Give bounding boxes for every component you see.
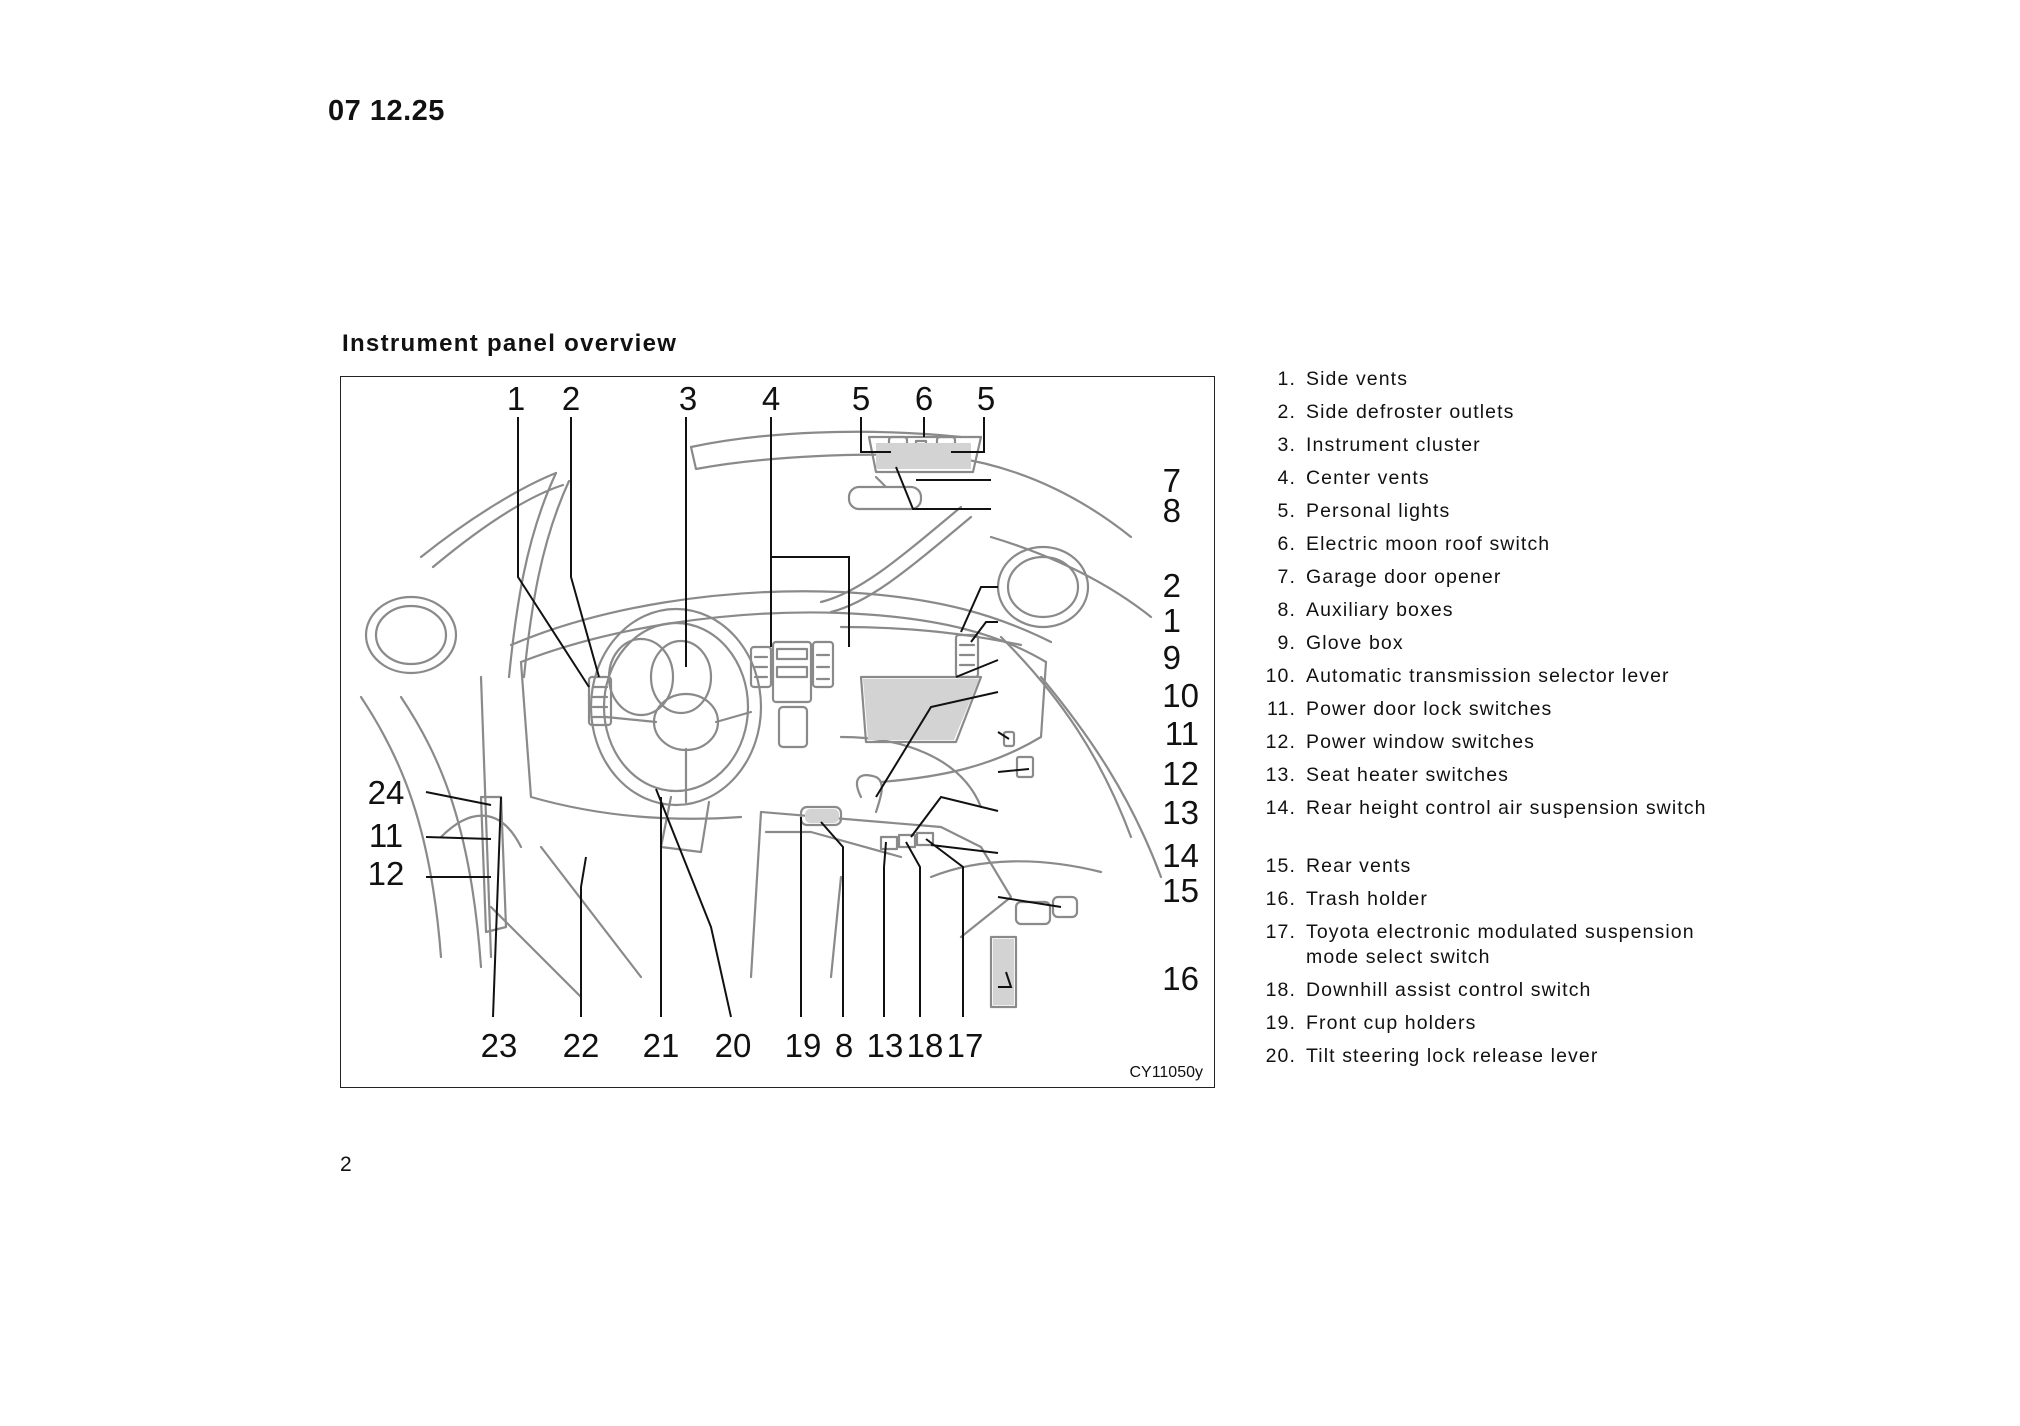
callout-2-right: 2 bbox=[1163, 567, 1181, 604]
page-number: 2 bbox=[340, 1153, 352, 1176]
callout-leaders bbox=[425, 417, 1062, 1018]
legend-number: 19. bbox=[1265, 1012, 1296, 1034]
callout-13-bottom: 13 bbox=[867, 1027, 904, 1064]
legend-text: Power window switches bbox=[1306, 731, 1536, 753]
callout-10: 10 bbox=[1162, 677, 1199, 714]
legend-number: 10. bbox=[1265, 665, 1296, 687]
car-interior-drawing bbox=[359, 430, 1163, 1009]
callout-16: 16 bbox=[1162, 960, 1199, 997]
callout-20: 20 bbox=[715, 1027, 752, 1064]
legend-number: 18. bbox=[1265, 979, 1296, 1001]
legend-text: Rear height control air suspension switc… bbox=[1306, 797, 1707, 819]
callout-11-left: 11 bbox=[369, 817, 403, 854]
legend-text: Front cup holders bbox=[1306, 1012, 1477, 1034]
legend-number: 14. bbox=[1265, 797, 1296, 819]
callout-12-right: 12 bbox=[1162, 755, 1199, 792]
callout-6: 6 bbox=[915, 380, 933, 417]
legend-number: 17. bbox=[1265, 921, 1296, 943]
callout-5-right: 5 bbox=[977, 380, 995, 417]
legend-number: 4. bbox=[1277, 467, 1296, 489]
legend-text: Seat heater switches bbox=[1306, 764, 1510, 786]
callout-19: 19 bbox=[785, 1027, 822, 1064]
trash-holder-panel bbox=[993, 939, 1014, 1005]
callout-8-bottom: 8 bbox=[835, 1027, 853, 1064]
legend-text: Downhill assist control switch bbox=[1306, 979, 1592, 1001]
legend-text: Trash holder bbox=[1306, 888, 1428, 910]
glove-box-panel bbox=[863, 679, 979, 740]
callout-22: 22 bbox=[563, 1027, 600, 1064]
legend-number: 16. bbox=[1265, 888, 1296, 910]
legend-number: 13. bbox=[1265, 764, 1296, 786]
legend-text: Instrument cluster bbox=[1306, 434, 1481, 456]
callout-5-left: 5 bbox=[852, 380, 870, 417]
callout-24: 24 bbox=[368, 774, 405, 811]
legend-text: Automatic transmission selector lever bbox=[1306, 665, 1670, 687]
legend-number: 3. bbox=[1277, 434, 1296, 456]
callout-1-right: 1 bbox=[1163, 602, 1181, 639]
callout-8-right: 8 bbox=[1163, 492, 1181, 529]
legend-text: Toyota electronic modulated suspension m… bbox=[1306, 921, 1695, 968]
legend-text: Tilt steering lock release lever bbox=[1306, 1045, 1599, 1067]
legend-text: Center vents bbox=[1306, 467, 1430, 489]
callout-3: 3 bbox=[679, 380, 697, 417]
legend-number: 6. bbox=[1277, 533, 1296, 555]
legend-number: 5. bbox=[1277, 500, 1296, 522]
cup-holder-panel bbox=[805, 809, 839, 823]
legend-number: 12. bbox=[1265, 731, 1296, 753]
legend-text: Electric moon roof switch bbox=[1306, 533, 1551, 555]
callout-17: 17 bbox=[947, 1027, 984, 1064]
callout-1-top: 1 bbox=[507, 380, 525, 417]
callout-23: 23 bbox=[481, 1027, 518, 1064]
callout-15: 15 bbox=[1162, 872, 1199, 909]
callout-4: 4 bbox=[762, 380, 780, 417]
callout-numbers: 1 2 3 4 5 6 5 7 8 2 1 9 10 11 12 13 14 1… bbox=[368, 380, 1199, 1064]
callout-13-right: 13 bbox=[1162, 794, 1199, 831]
callout-14: 14 bbox=[1162, 837, 1199, 874]
section-title: Instrument panel overview bbox=[342, 330, 678, 357]
legend-text: Power door lock switches bbox=[1306, 698, 1553, 720]
document-code: 07 12.25 bbox=[328, 95, 445, 127]
overhead-console-panel bbox=[876, 443, 971, 469]
instrument-panel-illustration: 1 2 3 4 5 6 5 7 8 2 1 9 10 11 12 13 14 1… bbox=[359, 380, 1203, 1081]
callout-9: 9 bbox=[1163, 639, 1181, 676]
callout-18: 18 bbox=[907, 1027, 944, 1064]
legend-number: 20. bbox=[1265, 1045, 1296, 1067]
instrument-panel-figure: 1 2 3 4 5 6 5 7 8 2 1 9 10 11 12 13 14 1… bbox=[340, 376, 1215, 1088]
figure-code: CY11050y bbox=[1129, 1064, 1203, 1081]
legend-number: 2. bbox=[1277, 401, 1296, 423]
legend-number: 7. bbox=[1277, 566, 1296, 588]
legend-number: 8. bbox=[1277, 599, 1296, 621]
legend-number: 1. bbox=[1277, 368, 1296, 390]
callout-21: 21 bbox=[643, 1027, 680, 1064]
legend-text: Side defroster outlets bbox=[1306, 401, 1515, 423]
callout-2-top: 2 bbox=[562, 380, 580, 417]
legend-number: 9. bbox=[1277, 632, 1296, 654]
callout-12-left: 12 bbox=[368, 855, 405, 892]
legend-text: Personal lights bbox=[1306, 500, 1451, 522]
callout-11-right: 11 bbox=[1165, 715, 1199, 752]
legend-text: Auxiliary boxes bbox=[1306, 599, 1454, 621]
legend-text: Garage door opener bbox=[1306, 566, 1502, 588]
legend-text: Side vents bbox=[1306, 368, 1409, 390]
legend-text: Rear vents bbox=[1306, 855, 1412, 877]
legend-number: 15. bbox=[1265, 855, 1296, 877]
legend-text: Glove box bbox=[1306, 632, 1404, 654]
legend-number: 11. bbox=[1267, 698, 1296, 720]
callout-7: 7 bbox=[1163, 462, 1181, 499]
